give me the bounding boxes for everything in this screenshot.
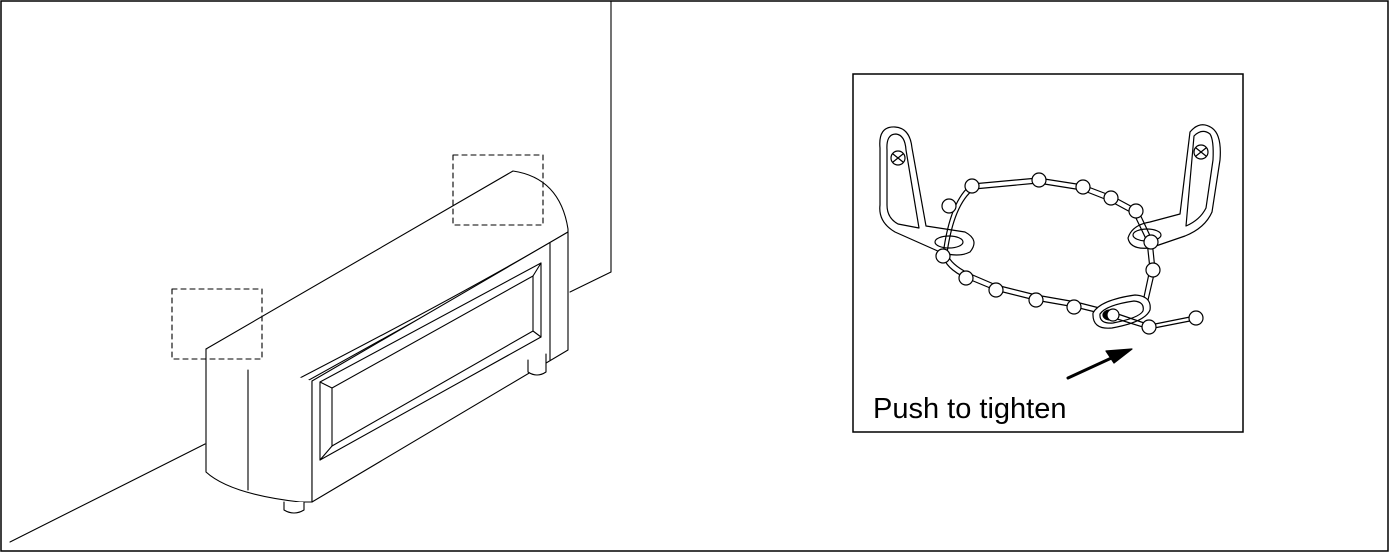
chain-bead bbox=[1141, 319, 1157, 335]
cabinet-foot-left bbox=[283, 501, 305, 514]
chain-bead bbox=[1143, 234, 1159, 250]
chain-cord-inner bbox=[946, 182, 1151, 314]
anchor-marker-left bbox=[171, 288, 263, 360]
left-screw-slot-b bbox=[892, 153, 904, 163]
anchor-marker-right bbox=[452, 154, 544, 226]
chain-bead bbox=[935, 248, 951, 264]
push-to-tighten-caption: Push to tighten bbox=[873, 393, 1066, 425]
chain-bead bbox=[1106, 308, 1120, 322]
cabinet-foot-right bbox=[527, 353, 547, 376]
chain-bead bbox=[1075, 179, 1091, 195]
chain-bead bbox=[958, 270, 974, 286]
chain-beads bbox=[935, 172, 1161, 315]
push-arrow-shaft bbox=[1066, 353, 1120, 380]
cabinet-left-end bbox=[205, 348, 313, 503]
left-bracket-inner bbox=[886, 133, 920, 229]
chain-detail-panel: Push to tighten bbox=[852, 73, 1244, 433]
chain-clasp-inner bbox=[1099, 300, 1144, 324]
window-bevel-3 bbox=[532, 330, 542, 338]
chain-bead bbox=[1128, 203, 1144, 219]
chain-bead bbox=[1031, 172, 1047, 188]
chain-bead bbox=[964, 178, 980, 194]
push-arrow-head bbox=[1105, 348, 1133, 364]
chain-bead bbox=[988, 282, 1004, 298]
left-bracket-hole bbox=[934, 235, 964, 249]
window-bevel-2 bbox=[532, 262, 542, 277]
chain-bead bbox=[1103, 190, 1119, 206]
cabinet-front bbox=[311, 231, 569, 503]
right-bracket-inner bbox=[1185, 130, 1214, 227]
floor-line-right bbox=[569, 271, 612, 293]
detail-frame bbox=[852, 73, 1244, 433]
window-bevel-1 bbox=[319, 381, 333, 389]
floor-line-left bbox=[9, 443, 206, 543]
chain-bead bbox=[1145, 262, 1161, 278]
chain-bead bbox=[1188, 310, 1204, 326]
right-screw-slot-b bbox=[1195, 147, 1207, 157]
chain-bead bbox=[941, 198, 957, 214]
chain-bead bbox=[1066, 299, 1082, 315]
chain-bead bbox=[1028, 292, 1044, 308]
window-bevel-4 bbox=[319, 445, 333, 461]
cabinet-scene bbox=[9, 0, 612, 543]
